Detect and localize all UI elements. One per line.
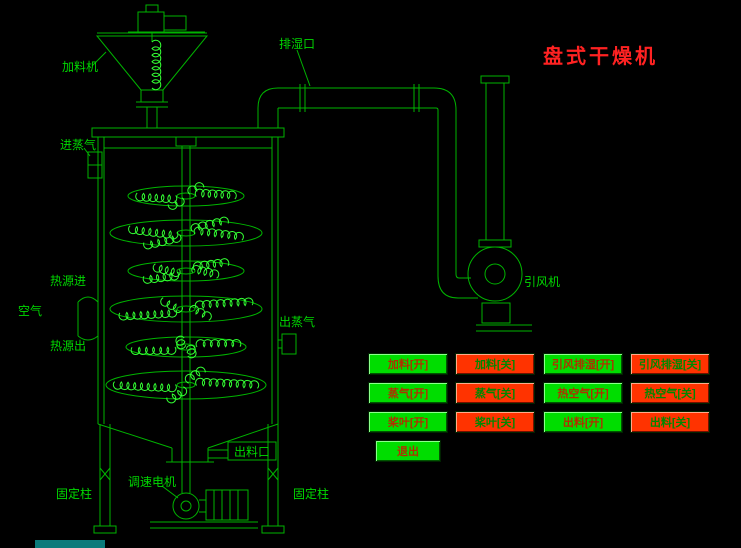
label-feeder: 加料机 <box>62 60 99 74</box>
steam-outlet-fitting-drawing <box>278 333 297 355</box>
button-feed-off[interactable]: 加料[关] <box>455 353 535 375</box>
drive-unit-drawing <box>150 489 258 529</box>
label-speed-motor: 调速电机 <box>128 475 177 489</box>
draft-fan-drawing <box>467 246 532 332</box>
button-draft-dehumidify-off[interactable]: 引风排湿[关] <box>630 353 710 375</box>
label-draft-fan: 引风机 <box>524 275 561 289</box>
label-steam-outlet: 出蒸气 <box>279 315 316 329</box>
exhaust-stack-drawing <box>478 75 512 248</box>
label-air: 空气 <box>18 304 43 318</box>
feed-hopper-drawing <box>95 32 209 128</box>
label-fixed-column-right: 固定柱 <box>293 487 330 501</box>
button-feed-on[interactable]: 加料[开] <box>368 353 448 375</box>
label-heat-source-in: 热源进 <box>50 274 87 288</box>
button-hot-air-off[interactable]: 热空气[关] <box>630 382 710 404</box>
label-steam-inlet: 进蒸气 <box>60 138 97 152</box>
button-discharge-off[interactable]: 出料[关] <box>630 411 710 433</box>
button-steam-on[interactable]: 蒸气[开] <box>368 382 448 404</box>
support-legs-drawing <box>93 424 285 534</box>
button-hot-air-on[interactable]: 热空气[开] <box>543 382 623 404</box>
vessel-drawing <box>91 127 285 493</box>
feeder-motor-drawing <box>128 4 205 42</box>
button-paddle-on[interactable]: 桨叶[开] <box>368 411 448 433</box>
button-steam-off[interactable]: 蒸气[关] <box>455 382 535 404</box>
air-heater-drawing <box>77 296 99 341</box>
leader-lines <box>83 49 311 499</box>
exit-button[interactable]: 退出 <box>375 440 441 462</box>
label-discharge-outlet: 出料口 <box>233 445 270 459</box>
label-fixed-column-left: 固定柱 <box>56 487 93 501</box>
button-paddle-off[interactable]: 桨叶[关] <box>455 411 535 433</box>
taskbar-fragment <box>35 540 105 548</box>
button-draft-dehumidify-on[interactable]: 引风排湿[开] <box>543 353 623 375</box>
page-title: 盘式干燥机 <box>543 46 658 68</box>
label-heat-source-out: 热源出 <box>50 339 87 353</box>
button-discharge-on[interactable]: 出料[开] <box>543 411 623 433</box>
steam-inlet-nozzle-drawing <box>87 151 103 179</box>
label-moisture-outlet: 排湿口 <box>279 37 316 51</box>
exhaust-duct-drawing <box>257 84 478 299</box>
rotor-discs-drawing <box>105 39 267 404</box>
